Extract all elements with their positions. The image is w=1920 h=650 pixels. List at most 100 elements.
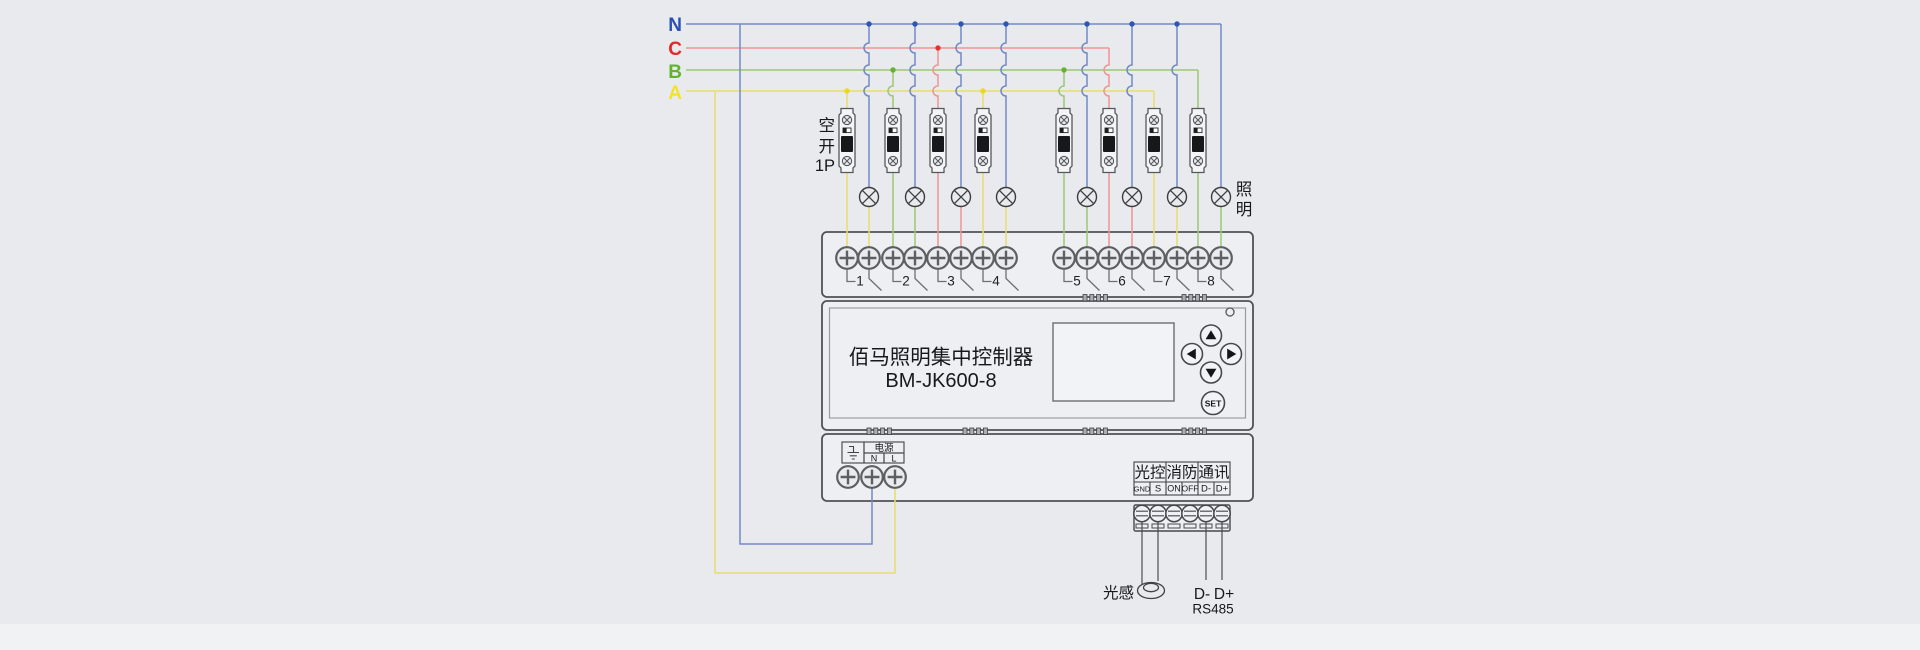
terminal-screw [926, 246, 950, 270]
vent-slot [962, 427, 968, 435]
vent-slot [1082, 294, 1088, 302]
neutral-drop-ch6 [1126, 24, 1133, 188]
breaker-screw-slot [889, 116, 897, 124]
neutral-junction-dot [1084, 21, 1090, 27]
relay-contact-5: 5 [1063, 269, 1100, 291]
io-label-table [1133, 461, 1231, 496]
neutral-drop-ch3 [955, 24, 962, 188]
terminal-screw [1052, 246, 1076, 270]
screw-cross [864, 469, 880, 485]
block-slot [1199, 523, 1213, 529]
breaker-screw-slot [1150, 157, 1158, 165]
channel-number: 7 [1163, 274, 1171, 289]
terminal-screw [903, 246, 927, 270]
terminal-screw [994, 246, 1018, 270]
screw-cross [1190, 250, 1206, 266]
breaker-indicator-flag [1060, 128, 1064, 133]
vent-slot [976, 427, 981, 435]
screw-cross [840, 469, 856, 485]
relay-contact-6: 6 [1108, 269, 1145, 291]
lamp-circle [858, 186, 880, 208]
phase-junction-dot [890, 67, 896, 73]
phase-drop-ch3 [932, 48, 939, 108]
arrow-right-icon [1227, 348, 1237, 360]
breaker-screw-slot [843, 116, 851, 124]
lighting-label-line1: 照 [1236, 181, 1253, 199]
bus-label-n: N [668, 15, 682, 36]
breaker-indicator-flag [843, 128, 847, 133]
power-n-label: N [871, 454, 878, 464]
set-button [1200, 390, 1226, 416]
block-slot [1183, 523, 1197, 529]
neutral-drop-ch5 [1081, 24, 1088, 188]
breaker-indicator-flag [1150, 128, 1154, 133]
breaker-toggle [977, 136, 989, 152]
relay-fixed-contact [937, 269, 947, 283]
neutral-junction-dot [1129, 21, 1135, 27]
relay-contact-7: 7 [1153, 269, 1190, 291]
vent-slot [1096, 294, 1101, 302]
screw-cross [861, 250, 877, 266]
terminal-screw [835, 246, 859, 270]
rs485-dplus-label: D+ [1214, 586, 1234, 603]
breaker-toggle [932, 136, 944, 152]
screw-cross [839, 250, 855, 266]
screw-cross [1124, 250, 1140, 266]
phase-junction-dot [844, 88, 850, 94]
pin-on-label: ON [1167, 484, 1181, 494]
channel-number: 4 [992, 274, 1000, 289]
terminal-screw [1186, 246, 1210, 270]
screw-slot [1168, 510, 1180, 517]
breaker-label-line3: 1P [815, 157, 835, 175]
vent-slot [1181, 427, 1187, 435]
lamp-symbol-1 [858, 186, 880, 208]
light-sensor-label: 光感 [1103, 584, 1134, 602]
screw-head [1149, 504, 1167, 523]
screw-slot [1216, 510, 1228, 517]
breaker-screw-slot [934, 157, 942, 165]
breaker-toggle [841, 136, 853, 152]
vent-slot [1103, 294, 1108, 302]
block-screw [1149, 504, 1167, 523]
lamp-circle [904, 186, 926, 208]
power-live-wire [714, 91, 896, 574]
screw-head [1197, 504, 1215, 523]
relay-fixed-contact [1063, 269, 1073, 283]
screw-slot [1184, 510, 1196, 517]
controller-model: BM-JK600-8 [885, 370, 996, 392]
relay-fixed-contact [1197, 269, 1207, 283]
channel-number: 6 [1118, 274, 1126, 289]
power-header-label: 电源 [874, 442, 894, 454]
breaker-toggle [887, 136, 899, 152]
breaker-indicator-flag [889, 128, 893, 133]
vent-slot [1195, 294, 1200, 302]
block-slot [1151, 523, 1165, 529]
vent-slot [983, 427, 988, 435]
terminal-screw [1120, 246, 1144, 270]
light-sensor-symbol [1136, 581, 1166, 600]
lamp-cross [998, 189, 1014, 205]
vent-slot [1082, 427, 1088, 435]
screw-cross [1056, 250, 1072, 266]
pin-gnd-label: GND [1134, 485, 1151, 494]
breaker-screw-slot [1194, 157, 1202, 165]
arrow-down-icon [1205, 368, 1217, 378]
lamp-symbol-2 [904, 186, 926, 208]
pin-dminus-label: D- [1201, 484, 1211, 495]
screw-cross [930, 250, 946, 266]
relay-contact-4: 4 [982, 269, 1019, 291]
page-bottom-band [0, 624, 1920, 650]
circuit-breaker-4 [974, 107, 992, 174]
circuit-breaker-6 [1100, 107, 1118, 174]
relay-blade [1220, 269, 1234, 291]
arrow-up-icon [1205, 330, 1217, 340]
relay-contact-2: 2 [892, 269, 928, 291]
phase-drop-ch5 [1058, 70, 1065, 108]
bus-label-a: A [668, 83, 682, 104]
terminal-strip-top [821, 231, 1254, 298]
phase-drop-ch2 [887, 70, 894, 108]
relay-blade [1131, 269, 1145, 291]
power-l-label: L [891, 454, 896, 464]
neutral-drop-ch4 [1000, 24, 1007, 188]
channel-number: 8 [1207, 274, 1215, 289]
